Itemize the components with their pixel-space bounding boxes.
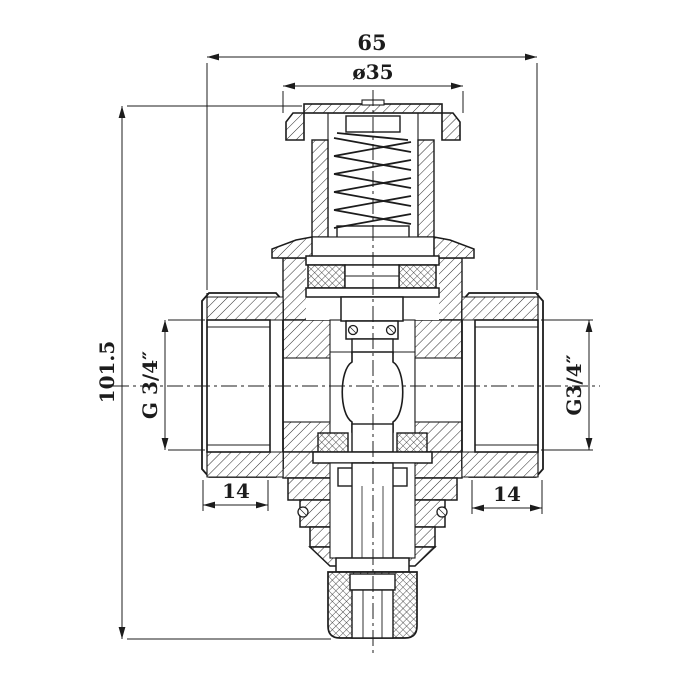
- diaphragm-seal-right: [398, 264, 437, 289]
- piston-guide: [340, 296, 404, 322]
- dim-35-arrow-left: [283, 82, 295, 90]
- left-port-top-wall: [206, 296, 284, 321]
- dim-14r-arrow-right: [530, 504, 542, 512]
- right-port: [461, 292, 544, 478]
- dim-101-arrow-bottom: [118, 627, 126, 639]
- dim-gr-extension-lines: [541, 319, 593, 451]
- cap-skirt-right: [417, 139, 435, 238]
- right-port-top-wall: [461, 296, 539, 321]
- left-thread-lines: [207, 326, 270, 446]
- dim-cap-diameter: ø35: [282, 60, 464, 113]
- dim-gl-arrow-bottom: [161, 438, 169, 450]
- lower-seal-left: [317, 432, 349, 453]
- right-thread-lines: [475, 326, 538, 446]
- dim-overall-width-text: 65: [357, 30, 386, 55]
- dim-gl-arrow-top: [161, 320, 169, 332]
- centerlines: [113, 90, 600, 656]
- dim-101-arrow-top: [118, 106, 126, 118]
- dim-right-thread: G3/4″: [541, 319, 593, 451]
- dim-right-depth-text: 14: [493, 482, 521, 506]
- dim-overall-width: 65: [206, 30, 538, 290]
- bonnet-flange-left: [271, 236, 313, 259]
- cap-brim-right: [441, 112, 461, 141]
- dim-14l-extension-lines: [202, 480, 269, 511]
- dim-65-arrow-right: [525, 53, 537, 61]
- dim-gl-extension-lines: [168, 319, 205, 451]
- cap-skirt-left: [311, 139, 329, 238]
- dim-left-depth-text: 14: [222, 479, 250, 503]
- dim-cap-diameter-text: ø35: [352, 60, 393, 84]
- side-o-ring-marks: [299, 508, 446, 516]
- lower-seal-right: [396, 432, 428, 453]
- dim-101-extension-lines: [127, 105, 331, 640]
- dim-65-arrow-left: [207, 53, 219, 61]
- dim-left-depth: 14: [202, 479, 269, 511]
- right-port-bottom-wall: [461, 451, 539, 478]
- dim-left-thread: G 3/4″: [138, 319, 205, 451]
- dim-overall-height: 101.5: [95, 105, 331, 640]
- dim-35-extension-lines: [282, 91, 464, 113]
- dim-right-thread-text: G3/4″: [562, 354, 586, 415]
- dim-35-arrow-right: [451, 82, 463, 90]
- dim-14l-arrow-right: [256, 501, 268, 509]
- plug-stem-lines: [362, 590, 383, 638]
- dim-14l-arrow-left: [203, 501, 215, 509]
- dim-gr-arrow-bottom: [585, 438, 593, 450]
- left-port: [201, 292, 284, 478]
- dim-65-extension-lines: [206, 63, 538, 290]
- o-ring-section-marks: [349, 326, 395, 334]
- dim-left-thread-text: G 3/4″: [138, 351, 162, 419]
- dim-overall-height-text: 101.5: [95, 341, 119, 404]
- dim-gr-arrow-top: [585, 320, 593, 332]
- left-waterway: [282, 357, 331, 423]
- left-port-bottom-wall: [206, 451, 284, 478]
- dim-right-depth: 14: [471, 480, 543, 514]
- bonnet-flange-right: [433, 236, 475, 259]
- cap-brim-left: [285, 112, 305, 141]
- dim-14r-arrow-left: [472, 504, 484, 512]
- stem-inner-lines: [361, 486, 384, 560]
- diaphragm-seal-left: [307, 264, 346, 289]
- right-waterway: [414, 357, 463, 423]
